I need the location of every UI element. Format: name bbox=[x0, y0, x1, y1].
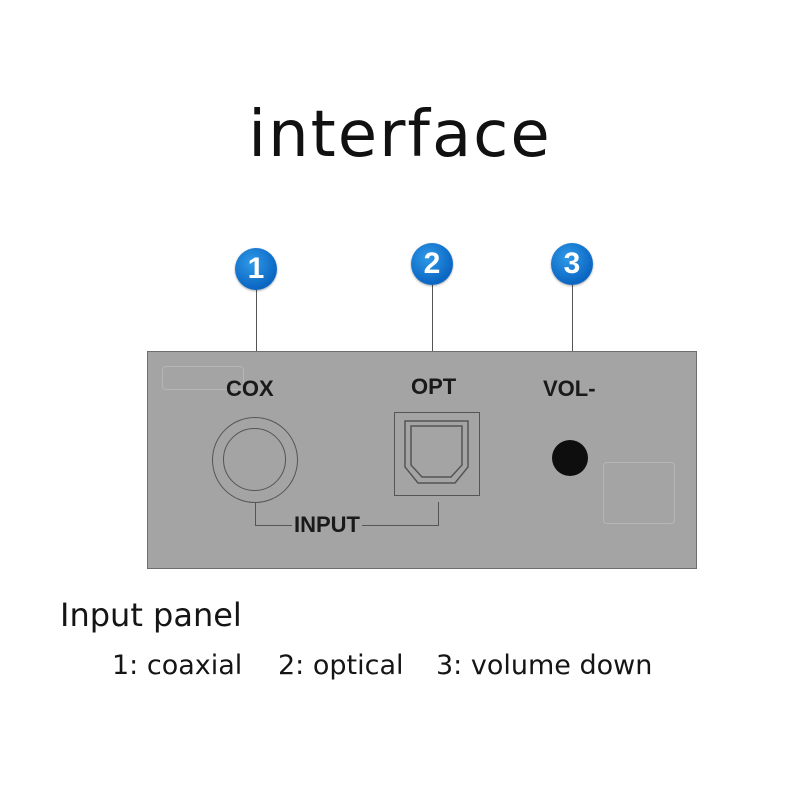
coaxial-jack-inner-ring bbox=[223, 428, 286, 491]
panel-caption: Input panel bbox=[60, 596, 242, 634]
panel-ghost-mark bbox=[162, 366, 244, 390]
optical-port-icon bbox=[394, 412, 480, 496]
opt-label: OPT bbox=[411, 374, 457, 399]
volume-down-button bbox=[552, 440, 588, 476]
callout-line-2 bbox=[432, 270, 433, 370]
callout-line-3 bbox=[572, 270, 573, 370]
callout-line-1 bbox=[256, 270, 257, 370]
callout-badge-3: 3 bbox=[551, 243, 593, 285]
legend-item-volume-down: 3: volume down bbox=[436, 650, 653, 681]
coax-label: COX bbox=[226, 376, 274, 401]
page-title: interface bbox=[248, 98, 552, 172]
legend-item-coaxial: 1: coaxial bbox=[112, 650, 243, 681]
coaxial-jack-icon bbox=[212, 417, 298, 503]
callout-badge-2: 2 bbox=[411, 243, 453, 285]
device-input-panel: COX OPT VOL- INPUT bbox=[147, 351, 697, 569]
callout-badge-1: 1 bbox=[235, 248, 277, 290]
panel-ghost-mark bbox=[603, 462, 675, 524]
legend-item-optical: 2: optical bbox=[278, 650, 404, 681]
vol-label: VOL- bbox=[543, 376, 596, 401]
input-group-label: INPUT bbox=[292, 512, 362, 538]
